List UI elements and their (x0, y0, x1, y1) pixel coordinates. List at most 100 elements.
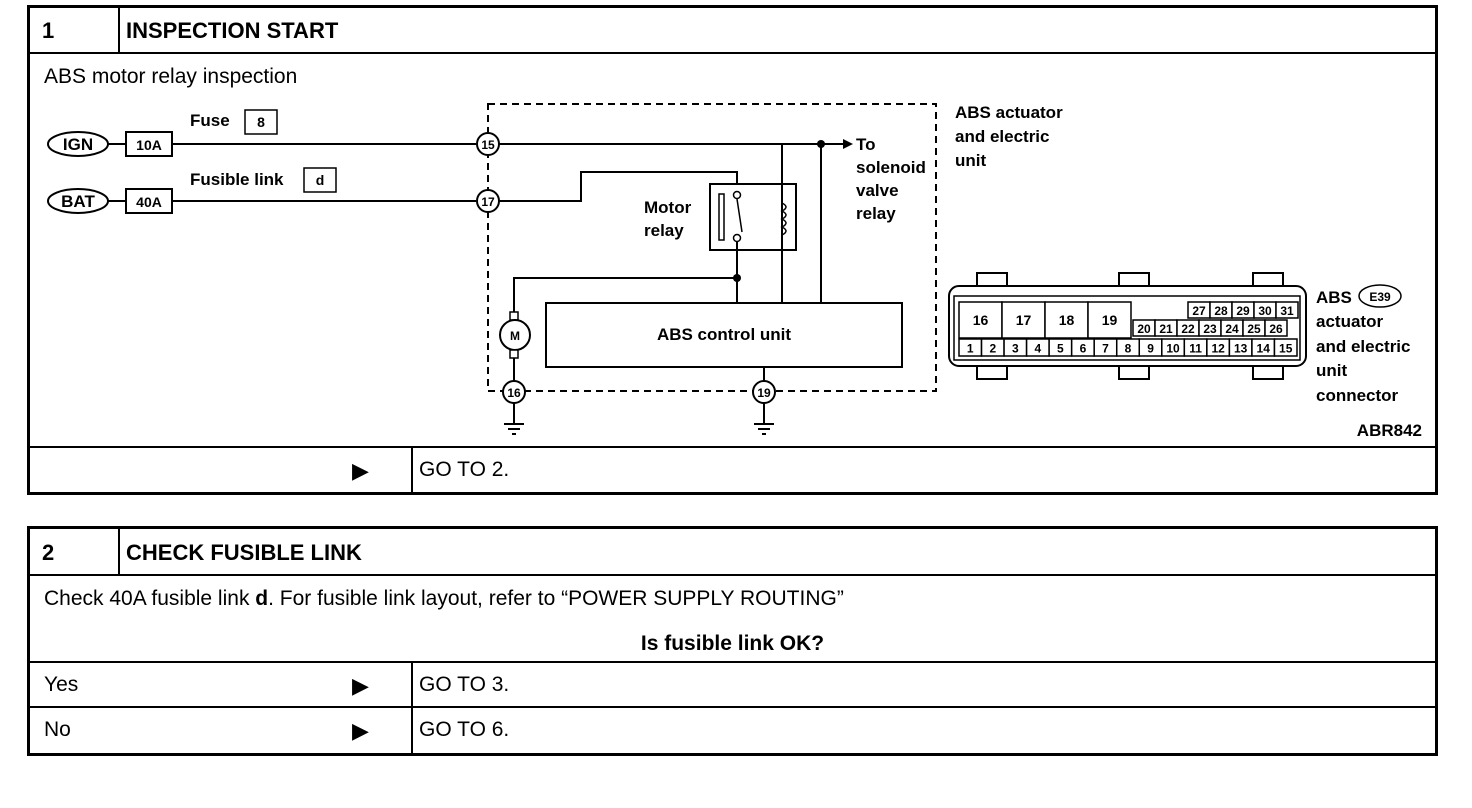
connector-pin-label: 19 (1102, 312, 1118, 328)
connector-pin-label: 21 (1159, 322, 1173, 336)
step-1-result-row: ▶ GO TO 2. (30, 448, 1435, 492)
step-number: 1 (30, 8, 120, 52)
step-number-text: 1 (42, 18, 55, 43)
connector-pin-label: 18 (1059, 312, 1075, 328)
connector-pin-label: 6 (1080, 342, 1087, 356)
connector-pin-label: 12 (1211, 342, 1225, 356)
connector-pin-label: 7 (1102, 342, 1109, 356)
fusible-link-id-box (303, 167, 337, 193)
connector-label-line2: actuator (1316, 312, 1383, 331)
connector-pin-label: 29 (1236, 304, 1250, 318)
to-line1: To (856, 135, 876, 154)
connector-pin-label: 16 (973, 312, 989, 328)
instruction-post: . For fusible link layout, refer to “POW… (268, 587, 844, 610)
result-text: GO TO 2. (419, 458, 510, 481)
result-cell: GO TO 3. (413, 663, 1435, 706)
instruction-pre: Check 40A fusible link (44, 587, 256, 610)
instruction: Check 40A fusible link d. For fusible li… (44, 587, 844, 611)
no-row: No ▶ GO TO 6. (30, 708, 1435, 753)
result-cell: GO TO 6. (413, 708, 1435, 753)
step-1-body: ABS motor relay inspection IGN 10A Fuse … (30, 54, 1435, 448)
connector-pin-label: 10 (1166, 342, 1180, 356)
unit-line3: unit (955, 151, 986, 170)
abs-wiring-diagram: IGN 10A Fuse 8 15 To solenoid valve rela… (47, 103, 1422, 440)
step-title: CHECK FUSIBLE LINK (120, 529, 1435, 574)
connector-pin-label: 23 (1203, 322, 1217, 336)
yes-result: GO TO 3. (419, 673, 510, 696)
connector-pin-label: 22 (1181, 322, 1195, 336)
abs-control-unit (545, 302, 903, 368)
connector-pin-label: 14 (1257, 342, 1271, 356)
connector-pin-label: 31 (1280, 304, 1294, 318)
connector-pin-label: 4 (1035, 342, 1042, 356)
connector-pin-label: 1 (967, 342, 974, 356)
connector-pin-label: 8 (1125, 342, 1132, 356)
step-title: INSPECTION START (120, 8, 1435, 52)
condition-cell: ▶ (30, 448, 413, 492)
unit-line1: ABS actuator (955, 103, 1063, 122)
result-cell: GO TO 2. (413, 448, 1435, 492)
step-2-table: 2 CHECK FUSIBLE LINK Check 40A fusible l… (27, 526, 1438, 756)
step-1-header: 1 INSPECTION START (30, 8, 1435, 54)
connector-code: E39 (1369, 290, 1391, 304)
connector-pin-label: 24 (1225, 322, 1239, 336)
arrow-icon: ▶ (352, 673, 369, 698)
connector-pin-label: 5 (1057, 342, 1064, 356)
fuse-text: Fuse (190, 111, 230, 130)
arrow-icon: ▶ (352, 458, 369, 483)
no-label: No (44, 718, 71, 741)
connector-label-line1: ABS (1316, 288, 1352, 307)
connector-pin-label: 27 (1192, 304, 1206, 318)
connector-pin-label: 13 (1234, 342, 1248, 356)
step-title-text: CHECK FUSIBLE LINK (126, 540, 362, 565)
motor-relay-line2: relay (644, 221, 684, 240)
connector-pin-label: 25 (1247, 322, 1261, 336)
fuse-10a-label: 10A (136, 137, 162, 153)
pin-19-label: 19 (757, 386, 771, 400)
no-result: GO TO 6. (419, 718, 510, 741)
instruction-bold: d (255, 587, 269, 610)
step-title-text: INSPECTION START (126, 18, 339, 43)
to-line2: solenoid (856, 158, 926, 177)
connector-pin-label: 11 (1189, 342, 1202, 356)
step-2-header: 2 CHECK FUSIBLE LINK (30, 529, 1435, 576)
step-number-text: 2 (42, 540, 55, 565)
connector-pin-cell (1273, 338, 1298, 357)
arrow-icon: ▶ (352, 718, 369, 743)
connector-pin-label: 28 (1214, 304, 1228, 318)
connector-label-line5: connector (1316, 386, 1399, 405)
connector-label-line4: unit (1316, 361, 1347, 380)
unit-line2: and electric (955, 127, 1050, 146)
figure-code: ABR842 (1357, 421, 1422, 440)
connector-pin-label: 30 (1258, 304, 1272, 318)
pin-17-label: 17 (481, 195, 495, 209)
connector-pin-cell (1087, 301, 1132, 339)
fuse-40a-label: 40A (136, 194, 162, 210)
connector-pin-label: 9 (1147, 342, 1154, 356)
connector-code-badge (1358, 284, 1402, 308)
ign-label: IGN (63, 135, 93, 154)
connector-pin-cell (1264, 319, 1288, 337)
connector-pin-cell (1044, 301, 1089, 339)
connector-pin-label: 15 (1279, 342, 1293, 356)
question: Is fusible link OK? (640, 632, 825, 655)
connector-pin-label: 3 (1012, 342, 1019, 356)
to-line4: relay (856, 204, 896, 223)
fusible-link-text: Fusible link (190, 170, 284, 189)
step-number: 2 (30, 529, 120, 574)
fuse-40a (125, 188, 173, 214)
connector-pin-cell (1001, 301, 1046, 339)
condition-cell: Yes ▶ (30, 663, 413, 706)
condition-cell: No ▶ (30, 708, 413, 753)
yes-label: Yes (44, 673, 79, 696)
yes-row: Yes ▶ GO TO 3. (30, 663, 1435, 708)
connector-pin-cell (1275, 301, 1299, 319)
step-1-table: 1 INSPECTION START ABS motor relay inspe… (27, 5, 1438, 495)
pin-15-label: 15 (481, 138, 495, 152)
connector-pin-label: 17 (1016, 312, 1032, 328)
connector-pin-label: 2 (989, 342, 996, 356)
to-line3: valve (856, 181, 899, 200)
step-2-body: Check 40A fusible link d. For fusible li… (30, 576, 1435, 663)
connector-pin-label: 20 (1137, 322, 1151, 336)
